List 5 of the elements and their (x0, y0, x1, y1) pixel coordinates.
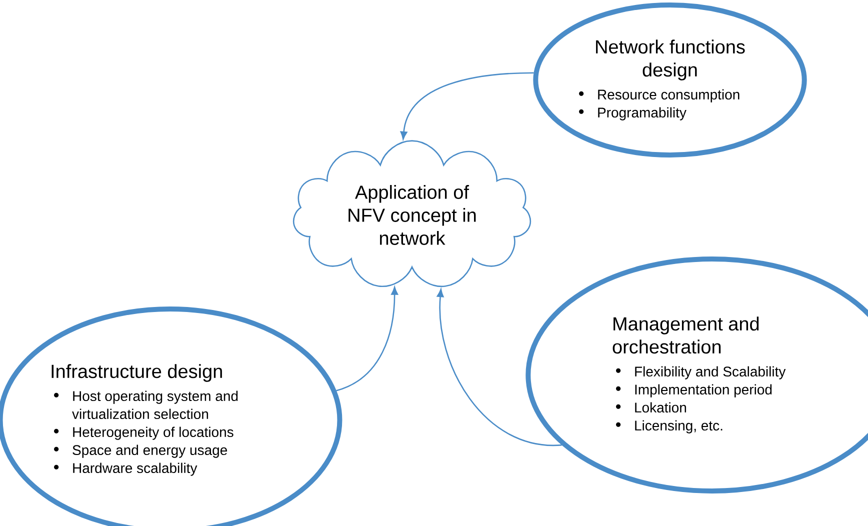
cloud-node: Application of NFV concept in network (292, 140, 532, 288)
arrow (400, 72, 534, 140)
arrow (436, 288, 562, 446)
arrow (336, 286, 398, 392)
ellipse-node: Network functions design Resource consumption Programability (533, 2, 807, 158)
